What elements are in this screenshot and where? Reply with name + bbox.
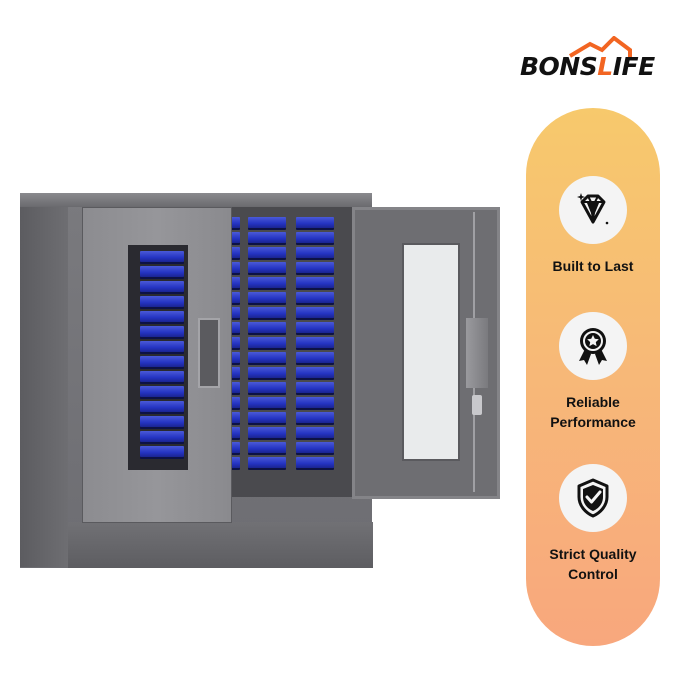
feature-icon-circle xyxy=(559,312,627,380)
cabinet-top xyxy=(20,193,372,207)
feature-icon-circle xyxy=(559,464,627,532)
cabinet-side xyxy=(20,207,68,567)
shield-check-icon xyxy=(577,478,609,518)
bin-column xyxy=(248,217,286,468)
feature-icon-circle xyxy=(559,176,627,244)
bin-column xyxy=(296,217,334,468)
features-panel: Built to Last Reliable Performance Stric… xyxy=(526,108,660,646)
key-lock xyxy=(472,395,482,415)
feature-label: Strict Quality Control xyxy=(549,546,637,582)
diamond-icon xyxy=(577,193,609,225)
feature-built-to-last: Built to Last xyxy=(526,176,660,276)
feature-strict-quality-control: Strict Quality Control xyxy=(526,464,660,584)
award-ribbon-icon xyxy=(579,328,607,365)
feature-reliable-performance: Reliable Performance xyxy=(526,312,660,432)
bin-column xyxy=(140,251,184,457)
bin-column xyxy=(230,217,240,468)
house-roof-icon xyxy=(568,36,632,58)
feature-label: Reliable Performance xyxy=(550,394,636,430)
door-latch xyxy=(466,318,488,388)
door-handle xyxy=(198,318,220,388)
brand-logo: BONSLIFE xyxy=(520,36,670,86)
brand-name: BONSLIFE xyxy=(520,52,655,81)
cabinet-base xyxy=(68,522,373,568)
feature-label: Built to Last xyxy=(552,258,634,274)
right-door-window xyxy=(402,243,460,461)
left-door-window xyxy=(128,245,188,470)
cabinet-interior xyxy=(230,207,355,497)
